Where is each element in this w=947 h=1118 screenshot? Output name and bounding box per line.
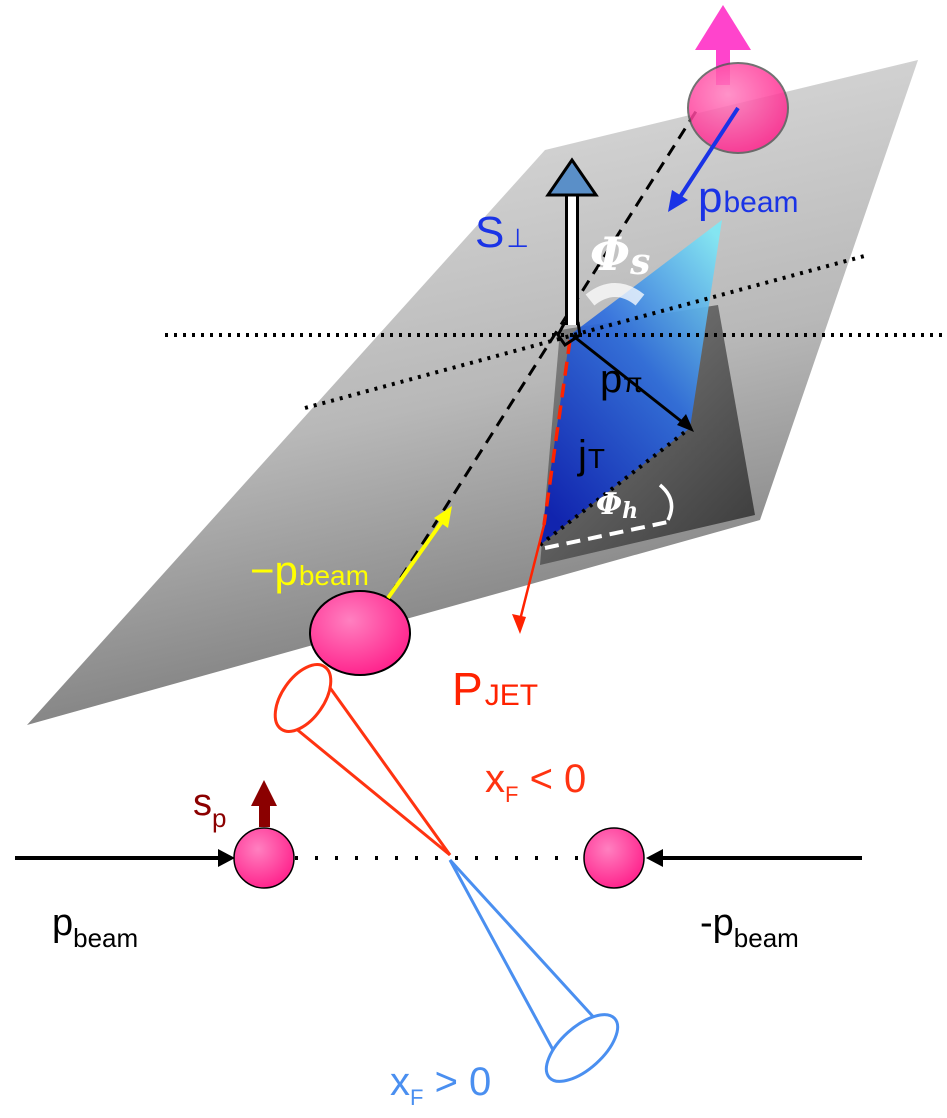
p-pi-label: pπ — [600, 357, 643, 401]
phi-h-label: Φh — [596, 487, 638, 524]
right-proton — [583, 827, 645, 889]
jet-arrow — [518, 524, 546, 621]
p-beam-bottom-label: pbeam — [52, 902, 138, 953]
right-beam-arrowhead — [646, 849, 663, 867]
s-p-arrowhead — [251, 780, 277, 806]
pion-arrowhead — [677, 414, 694, 432]
s-p-label: sp — [193, 782, 226, 833]
transverse-spin-arrow — [545, 157, 599, 325]
xf-negative-label: xF < 0 — [485, 757, 586, 807]
s-perp-label: S⊥ — [475, 208, 529, 257]
p-jet-label: PJET — [452, 663, 538, 715]
scattering-plane — [27, 60, 918, 725]
neg-beam-arrow — [386, 514, 448, 600]
jet-axis-dashed — [542, 339, 572, 526]
neg-beam-arrowhead — [434, 506, 452, 528]
bottom-proton — [309, 590, 411, 676]
left-beam-arrowhead — [218, 849, 235, 867]
j-t-label: jT — [577, 433, 605, 477]
neg-p-beam-bottom-label: -pbeam — [700, 902, 799, 953]
plane-surface — [27, 60, 918, 725]
left-proton — [233, 827, 295, 889]
diagonal-dotted-axis — [304, 253, 869, 410]
phi-s-label: Φs — [590, 227, 650, 283]
jet-arrowhead — [512, 614, 526, 634]
p-beam-label: pbeam — [698, 173, 799, 222]
beam-axis-dashed — [388, 104, 702, 596]
beam-arrow — [676, 106, 740, 202]
neg-p-beam-label: −pbeam — [250, 547, 369, 594]
top-proton — [687, 5, 789, 154]
spin-base — [556, 321, 582, 348]
phi-s-arc — [585, 283, 645, 306]
phi-h-arc — [658, 483, 674, 521]
cone-xf-negative — [273, 663, 452, 857]
beam-arrowhead — [668, 190, 688, 212]
s-p-arrow-shaft — [259, 803, 270, 827]
cone-xf-positive — [448, 858, 620, 1083]
pion-momentum-arrow — [571, 333, 687, 427]
xf-positive-label: xF > 0 — [390, 1060, 491, 1110]
